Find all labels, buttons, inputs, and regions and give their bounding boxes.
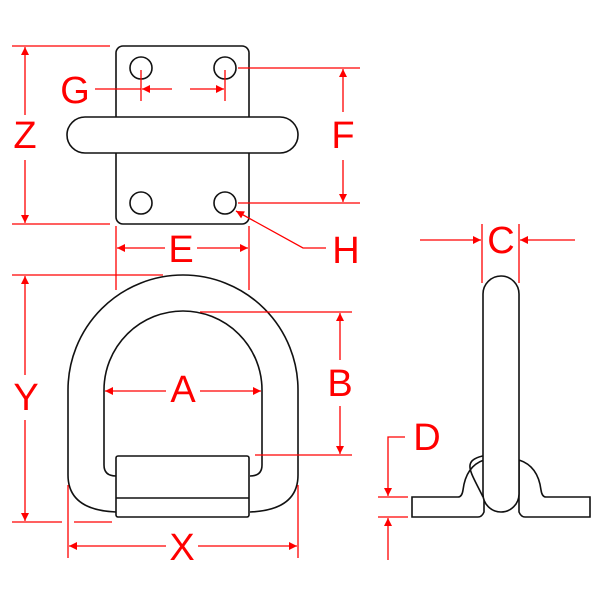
ring-outer (67, 274, 299, 513)
ring-profile (482, 275, 520, 513)
label-e: E (168, 229, 193, 271)
label-f: F (331, 115, 354, 157)
dimension-y: Y (12, 274, 163, 523)
ring-bar (66, 116, 299, 154)
dimension-h: H (235, 210, 360, 272)
label-x: X (169, 527, 194, 569)
label-y: Y (13, 377, 38, 419)
dimension-d: D (378, 417, 441, 560)
side-view (411, 275, 591, 518)
ring-inner (103, 310, 263, 477)
dimension-b: B (200, 311, 353, 456)
dimension-x: X (67, 485, 299, 569)
label-b: B (327, 363, 352, 405)
dimension-f: F (238, 67, 360, 204)
front-view (67, 274, 299, 518)
base-flange-right (518, 458, 591, 518)
label-g: G (60, 70, 90, 112)
label-a: A (170, 369, 196, 411)
dimension-e: E (115, 226, 250, 290)
top-view (66, 45, 299, 225)
dimension-z: Z (12, 45, 110, 225)
label-z: Z (13, 115, 36, 157)
label-c: C (487, 220, 514, 262)
mount-hole (213, 191, 237, 215)
dimension-c: C (420, 220, 575, 283)
dimension-a: A (105, 369, 261, 411)
weld-block (115, 455, 250, 518)
base-flange-left (411, 458, 485, 518)
label-h: H (332, 230, 359, 272)
label-d: D (413, 417, 440, 459)
dimension-g: G (60, 70, 226, 112)
mount-hole (129, 191, 153, 215)
